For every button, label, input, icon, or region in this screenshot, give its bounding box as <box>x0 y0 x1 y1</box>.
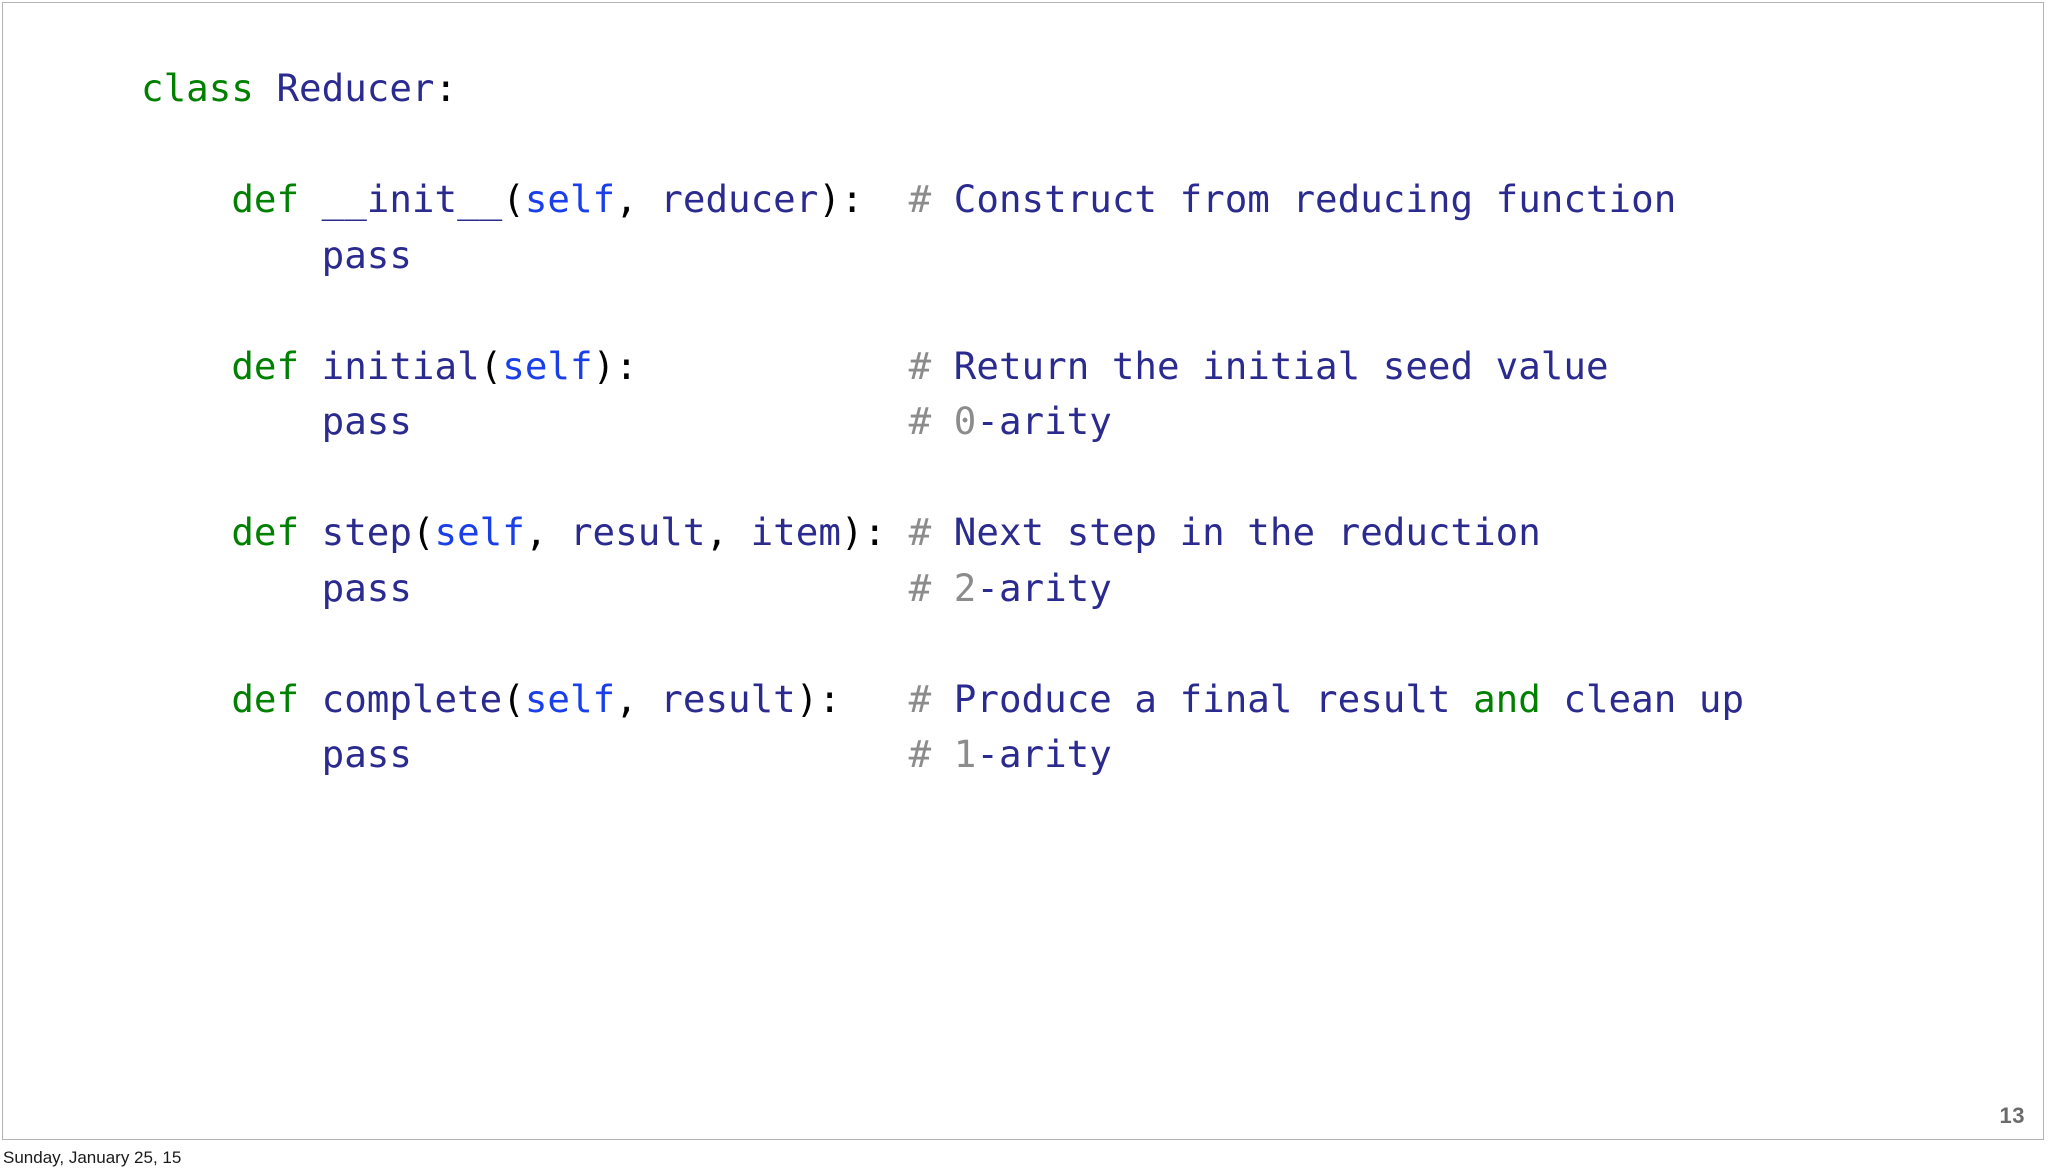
code-token-punct: ) <box>840 510 864 554</box>
code-token-punct: : <box>818 676 841 721</box>
code-token-comment: Return the initial seed value <box>931 343 1609 388</box>
code-token-comment: -arity <box>976 399 1112 443</box>
code-token-plain <box>412 732 909 776</box>
code-token-self: self <box>502 343 593 388</box>
code-token-punct: ( <box>502 177 525 221</box>
code-token-punct: ( <box>479 343 503 388</box>
code-token-plain <box>141 566 322 610</box>
code-token-plain <box>299 344 322 388</box>
code-token-plain <box>638 344 909 388</box>
code-token-plain <box>141 344 231 388</box>
code-token-cmt-kw: and <box>1473 676 1541 721</box>
code-token-name: pass <box>321 732 412 776</box>
line-step-pass: pass # 2-arity <box>141 561 1744 617</box>
code-token-punct: ( <box>502 676 525 721</box>
code-token-plain <box>864 177 909 221</box>
code-token-plain <box>299 677 322 721</box>
line-def-init: def __init__(self, reducer): # Construct… <box>141 172 1744 228</box>
line-complete-pass: pass # 1-arity <box>141 727 1744 783</box>
code-token-name: result <box>637 676 796 721</box>
code-token-hash: # <box>908 177 932 221</box>
code-token-name: __init__ <box>321 177 503 221</box>
python-code-block: class Reducer: def __init__(self, reduce… <box>141 61 1744 783</box>
code-token-punct: ) <box>795 676 819 721</box>
code-token-punct: ( <box>411 510 435 554</box>
code-token-punct: ) <box>592 343 616 388</box>
code-token-comment: clean up <box>1540 676 1745 721</box>
code-token-plain <box>141 732 322 776</box>
code-token-plain <box>931 399 954 443</box>
code-token-name: item <box>728 510 841 554</box>
code-token-plain <box>141 510 231 554</box>
code-token-hash: # <box>908 399 932 443</box>
code-token-self: self <box>434 510 525 554</box>
line-def-initial: def initial(self): # Return the initial … <box>141 339 1744 395</box>
code-token-punct: : <box>863 510 887 554</box>
code-token-punct: , <box>615 177 638 221</box>
code-token-comment: Next step in the reduction <box>931 510 1541 554</box>
code-token-name: initial <box>321 343 480 388</box>
code-token-plain <box>299 177 322 221</box>
code-token-plain <box>141 233 322 277</box>
code-token-self: self <box>524 177 616 221</box>
line-initial-pass: pass # 0-arity <box>141 394 1744 450</box>
code-token-plain <box>841 677 909 721</box>
line-def-step: def step(self, result, item): # Next ste… <box>141 505 1744 561</box>
code-token-kw: class <box>141 66 254 110</box>
code-token-plain <box>141 177 231 221</box>
page-number: 13 <box>1999 1103 2025 1128</box>
code-token-comment: Produce a final result <box>931 676 1474 721</box>
line-def-complete: def complete(self, result): # Produce a … <box>141 672 1744 728</box>
code-token-punct: : <box>615 343 638 388</box>
code-token-hash: # <box>908 565 932 610</box>
code-token-num: 2 <box>953 565 977 610</box>
code-token-hash: # <box>908 732 932 776</box>
code-token-kw: def <box>231 676 300 721</box>
code-token-name: reducer <box>637 177 819 221</box>
code-token-name: Reducer <box>276 66 435 110</box>
code-token-kw: def <box>231 343 300 388</box>
code-token-name: pass <box>321 565 412 610</box>
code-token-punct: : <box>840 177 864 221</box>
code-token-punct: , <box>524 510 548 554</box>
code-token-plain <box>141 677 231 721</box>
code-token-name: pass <box>321 232 412 277</box>
footer-date: Sunday, January 25, 15 <box>3 1148 182 1167</box>
code-token-name: complete <box>321 676 503 721</box>
code-token-kw: def <box>231 177 300 221</box>
code-token-plain <box>931 566 954 610</box>
code-token-hash: # <box>908 343 932 388</box>
code-token-name: pass <box>321 399 412 443</box>
code-token-plain <box>254 66 277 110</box>
code-token-comment: -arity <box>976 732 1112 776</box>
code-token-comment: Construct from reducing function <box>931 177 1677 221</box>
slide-canvas: class Reducer: def __init__(self, reduce… <box>2 2 2044 1140</box>
code-token-punct: ) <box>818 177 841 221</box>
code-token-self: self <box>524 676 616 721</box>
code-token-punct: , <box>705 510 729 554</box>
code-token-plain <box>412 566 909 610</box>
code-token-hash: # <box>908 510 932 554</box>
code-token-plain <box>931 732 954 776</box>
line-init-pass: pass <box>141 228 1744 284</box>
code-token-num: 0 <box>953 399 977 443</box>
code-token-plain <box>886 510 909 554</box>
line-class-reducer: class Reducer: <box>141 61 1744 117</box>
code-token-punct: : <box>434 66 458 110</box>
code-token-plain <box>412 399 909 443</box>
code-token-hash: # <box>908 676 932 721</box>
code-token-name: result <box>547 510 706 554</box>
code-token-plain <box>141 399 322 443</box>
code-token-kw: def <box>231 510 300 554</box>
code-token-punct: , <box>615 676 638 721</box>
line-blank-4 <box>141 616 1744 672</box>
code-token-num: 1 <box>953 732 977 776</box>
code-token-name: step <box>321 510 412 554</box>
code-token-plain <box>299 510 322 554</box>
code-token-comment: -arity <box>976 565 1112 610</box>
line-blank-3 <box>141 450 1744 506</box>
line-blank-2 <box>141 283 1744 339</box>
line-blank-1 <box>141 117 1744 173</box>
